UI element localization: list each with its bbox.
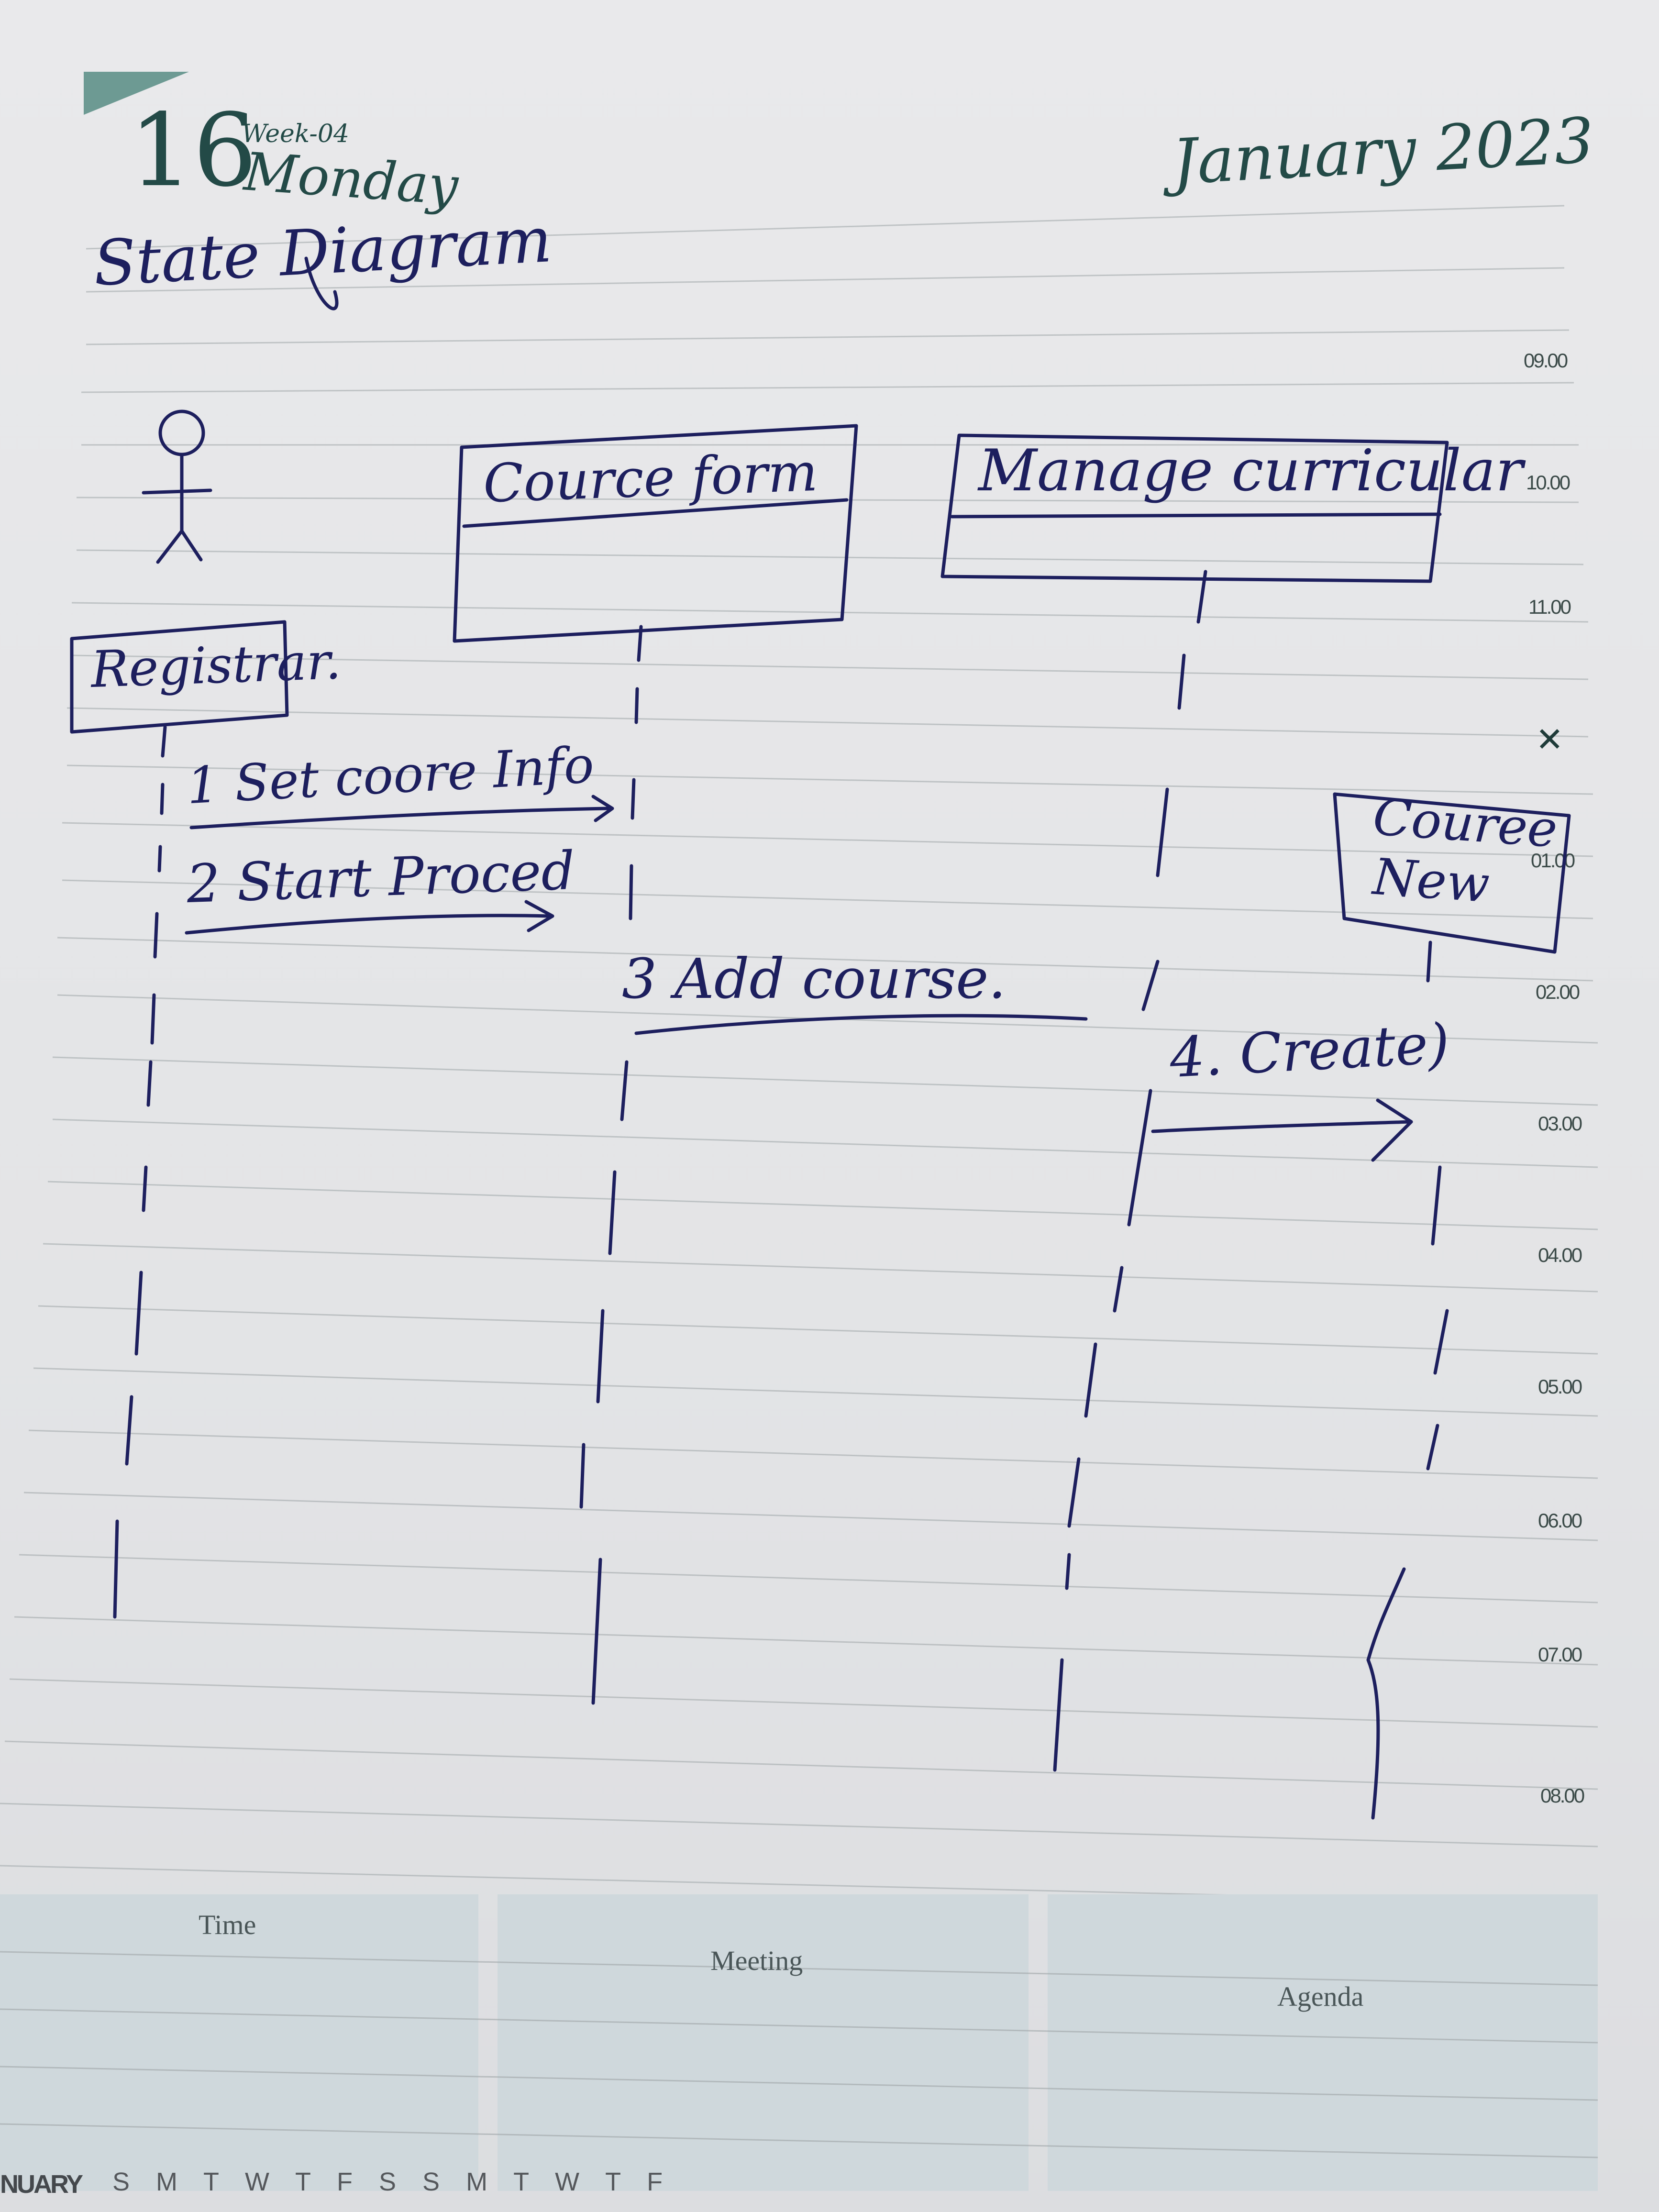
mini-calendar-days: S M T W T F S S M T W T F <box>112 2168 673 2196</box>
footer-agenda-label: Agenda <box>1277 1981 1364 2012</box>
hour-label: 09.00 <box>1524 349 1568 372</box>
hour-label: 11.00 <box>1528 596 1571 618</box>
hour-label: 06.00 <box>1538 1509 1582 1532</box>
footer-meeting-label: Meeting <box>710 1945 803 1976</box>
corner-flag <box>84 72 189 115</box>
object-box-manage-curricular <box>940 433 1449 583</box>
lifeline-couree-new <box>1366 940 1449 1820</box>
message-arrow <box>185 900 554 935</box>
message-label: 3 Add course. <box>622 947 1006 1011</box>
object-box-cource-form <box>453 424 858 643</box>
footer-agenda-column <box>1048 1894 1598 2191</box>
hour-label: 08.00 <box>1540 1784 1585 1807</box>
hour-label: 04.00 <box>1538 1244 1582 1266</box>
lifeline-manage-curricular <box>1053 570 1207 1772</box>
hour-label: 07.00 <box>1538 1643 1582 1666</box>
title-flourish <box>304 256 339 310</box>
lifeline-registrar <box>113 725 167 1619</box>
lifeline-cource-form <box>579 625 643 1705</box>
object-box-couree-new <box>1333 792 1571 954</box>
object-label-manage-curricular: Manage curricular <box>978 438 1523 504</box>
hour-label: 10.00 <box>1526 471 1571 494</box>
actor-box <box>70 620 289 734</box>
footer-meeting-column <box>498 1894 1029 2191</box>
date-number: 16 <box>129 92 257 209</box>
footer-time-column <box>0 1894 478 2191</box>
hour-label: 05.00 <box>1538 1375 1582 1398</box>
hour-label: 02.00 <box>1536 981 1580 1003</box>
message-arrow <box>189 795 614 830</box>
hour-label: 01.00 <box>1531 849 1575 872</box>
mini-calendar-month: NUARY <box>0 2170 83 2199</box>
hour-label: 03.00 <box>1538 1112 1582 1135</box>
actor-stick-figure <box>142 409 212 564</box>
close-icon: ✕ <box>1536 720 1564 759</box>
message-arrow <box>634 1014 1088 1035</box>
footer-time-label: Time <box>199 1909 256 1940</box>
message-arrow <box>1151 1098 1413 1162</box>
week-label: Week-04 <box>242 120 350 148</box>
